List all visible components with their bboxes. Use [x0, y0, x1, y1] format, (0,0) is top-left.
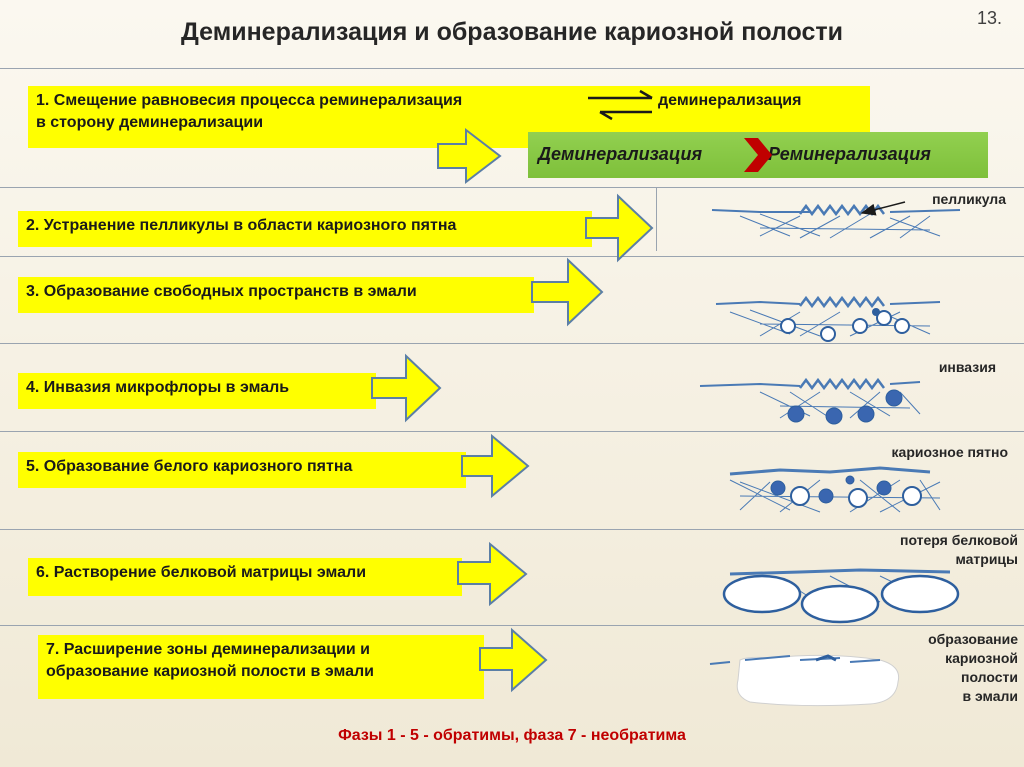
arrow-step-4	[371, 353, 442, 423]
enamel-drawing-stage-3	[715, 295, 941, 342]
step-1-line1b: деминерализация	[658, 92, 802, 109]
label-matrix-loss: потеря белковой матрицы	[840, 531, 1018, 569]
demineralization-label: Деминерализация	[538, 144, 703, 164]
arrow-step-2	[585, 193, 654, 263]
label-cavity-line1: образование	[928, 631, 1018, 647]
label-matrix-line1: потеря белковой	[899, 532, 1018, 548]
separator	[0, 343, 1024, 344]
slide-number: 13.	[976, 8, 1002, 28]
label-cavity: образование кариозной полости в эмали	[860, 630, 1018, 706]
label-cavity-line4: в эмали	[962, 688, 1018, 704]
column-divider	[656, 187, 657, 251]
step-2-text: 2. Устранение пелликулы в области кариоз…	[26, 217, 457, 234]
equilibrium-arrows-icon	[588, 89, 653, 121]
arrow-step-5	[461, 433, 530, 499]
label-cavity-line3: полости	[961, 669, 1018, 685]
enamel-drawing-stage-2	[711, 201, 961, 239]
arrow-step-1	[437, 127, 502, 185]
step-4-box: 4. Инвазия микрофлоры в эмаль	[18, 373, 376, 409]
separator	[0, 187, 1024, 188]
label-cavity-line2: кариозной	[945, 650, 1018, 666]
slide-title: Деминерализация и образование кариозной …	[181, 18, 843, 46]
separator	[0, 431, 1024, 432]
step-5-box: 5. Образование белого кариозного пятна	[18, 452, 466, 488]
separator	[0, 256, 1024, 257]
arrow-step-7	[479, 627, 548, 693]
step-7-line1: 7. Расширение зоны деминерализации и	[46, 641, 371, 658]
step-3-box: 3. Образование свободных пространств в э…	[18, 277, 534, 313]
step-1-line2: в сторону деминерализации	[36, 114, 264, 131]
separator	[0, 68, 1024, 69]
step-6-box: 6. Растворение белковой матрицы эмали	[28, 558, 462, 596]
step-7-box: 7. Расширение зоны деминерализации и обр…	[38, 635, 484, 699]
enamel-drawing-stage-4	[699, 377, 921, 425]
separator	[0, 529, 1024, 530]
label-matrix-line2: матрицы	[955, 551, 1018, 567]
step-6-text: 6. Растворение белковой матрицы эмали	[36, 564, 367, 581]
step-4-text: 4. Инвазия микрофлоры в эмаль	[26, 379, 290, 396]
step-5-text: 5. Образование белого кариозного пятна	[26, 458, 353, 475]
separator	[0, 625, 1024, 626]
step-3-text: 3. Образование свободных пространств в э…	[26, 283, 417, 300]
step-7-line2: образование кариозной полости в эмали	[46, 663, 374, 680]
step-2-box: 2. Устранение пелликулы в области кариоз…	[18, 211, 592, 247]
enamel-drawing-stage-6	[722, 568, 960, 624]
step-1-line1: 1. Смещение равновесия процесса реминера…	[36, 92, 463, 109]
label-invasion: инвазия	[938, 359, 996, 375]
remineralization-label: Реминерализация	[768, 144, 931, 164]
label-carious-spot: кариозное пятно	[891, 444, 1008, 460]
arrow-step-3	[531, 257, 604, 327]
chevron-right-icon	[744, 138, 772, 172]
footer-note: Фазы 1 - 5 - обратимы, фаза 7 - необрати…	[338, 727, 686, 744]
enamel-drawing-stage-7	[709, 654, 900, 707]
enamel-drawing-stage-5	[729, 466, 941, 513]
label-pellicle: пелликула	[932, 191, 1006, 207]
arrow-step-6	[457, 541, 528, 607]
